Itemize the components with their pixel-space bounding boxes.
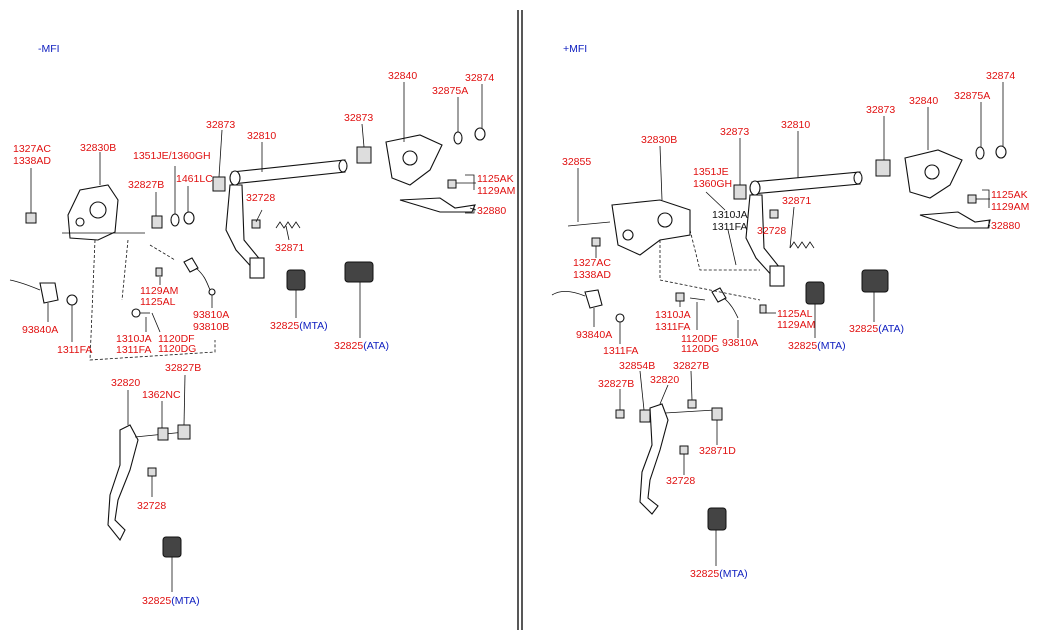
label-r-32871: 32871	[782, 195, 811, 207]
label-r-32825-mta-a: 32825(MTA)	[788, 340, 846, 352]
label-32728-a: 32728	[246, 192, 275, 204]
label-r-1338ad: 1338AD	[573, 269, 611, 281]
label-r-1311fa-c: 1311FA	[603, 345, 638, 357]
label-r-32875a: 32875A	[954, 90, 990, 102]
label-32880: 32880	[477, 205, 506, 217]
label-r-32874: 32874	[986, 70, 1015, 82]
label-r-32728-b: 32728	[666, 475, 695, 487]
label-r-32854b: 32854B	[619, 360, 655, 372]
label-r-32820: 32820	[650, 374, 679, 386]
label-1129am-b: 1129AM	[140, 285, 178, 297]
label-r-32880: 32880	[991, 220, 1020, 232]
right-parts	[551, 145, 1007, 531]
label-93810a: 93810A	[193, 309, 229, 321]
label-1125al: 1125AL	[140, 296, 176, 308]
label-32827b-b: 32827B	[165, 362, 201, 374]
label-r-93810a: 93810A	[722, 337, 758, 349]
label-93810b: 93810B	[193, 321, 229, 333]
label-r-1125ak: 1125AK	[991, 189, 1028, 201]
label-32874: 32874	[465, 72, 494, 84]
label-93840a: 93840A	[22, 324, 58, 336]
label-r-1311fa-a: 1311FA	[712, 221, 747, 233]
left-leaders	[30, 82, 483, 592]
label-r-32871d: 32871D	[699, 445, 736, 457]
label-r-1311fa-b: 1311FA	[655, 321, 690, 333]
label-r-32840: 32840	[909, 95, 938, 107]
label-1311fa-b: 1311FA	[57, 344, 92, 356]
label-1129am-a: 1129AM	[477, 185, 515, 197]
right-panel: +MFI	[551, 43, 1029, 580]
label-1125ak: 1125AK	[477, 173, 514, 185]
label-r-32810: 32810	[781, 119, 810, 131]
label-r-32855: 32855	[562, 156, 591, 168]
label-r-1125al: 1125AL	[777, 308, 813, 320]
label-r-93840a: 93840A	[576, 329, 612, 341]
label-1362nc: 1362NC	[142, 389, 181, 401]
label-1120dg: 1120DG	[158, 343, 196, 355]
label-32830b: 32830B	[80, 142, 116, 154]
label-r-32873-a: 32873	[720, 126, 749, 138]
label-r-1129am-b: 1129AM	[777, 319, 815, 331]
label-32820: 32820	[111, 377, 140, 389]
label-1120df: 1120DF	[158, 333, 195, 345]
label-1327ac: 1327AC	[13, 143, 51, 155]
left-parts	[9, 127, 486, 558]
label-r-1360gh: 1360GH	[693, 178, 732, 190]
label-r-32827b-b: 32827B	[673, 360, 709, 372]
label-r-1327ac: 1327AC	[573, 257, 611, 269]
label-r-1310ja-a: 1310JA	[712, 209, 748, 221]
label-32728-b: 32728	[137, 500, 166, 512]
label-32873-a: 32873	[206, 119, 235, 131]
label-32810: 32810	[247, 130, 276, 142]
right-leaders	[593, 82, 1004, 566]
label-32825-ata: 32825(ATA)	[334, 340, 389, 352]
label-1310ja: 1310JA	[116, 333, 152, 345]
label-r-32728-a: 32728	[757, 225, 786, 237]
label-r-32827b-a: 32827B	[598, 378, 634, 390]
label-r-1120df: 1120DF	[681, 333, 718, 345]
label-1311fa-a: 1311FA	[116, 344, 151, 356]
label-r-32830b: 32830B	[641, 134, 677, 146]
label-32840: 32840	[388, 70, 417, 82]
label-32873-b: 32873	[344, 112, 373, 124]
label-1338ad: 1338AD	[13, 155, 51, 167]
label-32825-mta-a: 32825(MTA)	[270, 320, 328, 332]
label-r-1351je: 1351JE	[693, 166, 729, 178]
label-32871: 32871	[275, 242, 304, 254]
label-1461lc: 1461LC	[176, 173, 213, 185]
label-32875a: 32875A	[432, 85, 468, 97]
label-r-1120dg: 1120DG	[681, 343, 719, 355]
label-r-32825-mta-b: 32825(MTA)	[690, 568, 748, 580]
label-r-1310ja-b: 1310JA	[655, 309, 691, 321]
section-title-left: -MFI	[38, 43, 60, 55]
label-r-1129am-a: 1129AM	[991, 201, 1029, 213]
label-32827b-a: 32827B	[128, 179, 164, 191]
section-title-right: +MFI	[563, 43, 587, 55]
label-r-32873-b: 32873	[866, 104, 895, 116]
label-r-32825-ata: 32825(ATA)	[849, 323, 904, 335]
label-32825-mta-b: 32825(MTA)	[142, 595, 200, 607]
left-panel: -MFI	[9, 43, 515, 607]
label-1351je-1360gh: 1351JE/1360GH	[133, 150, 211, 162]
